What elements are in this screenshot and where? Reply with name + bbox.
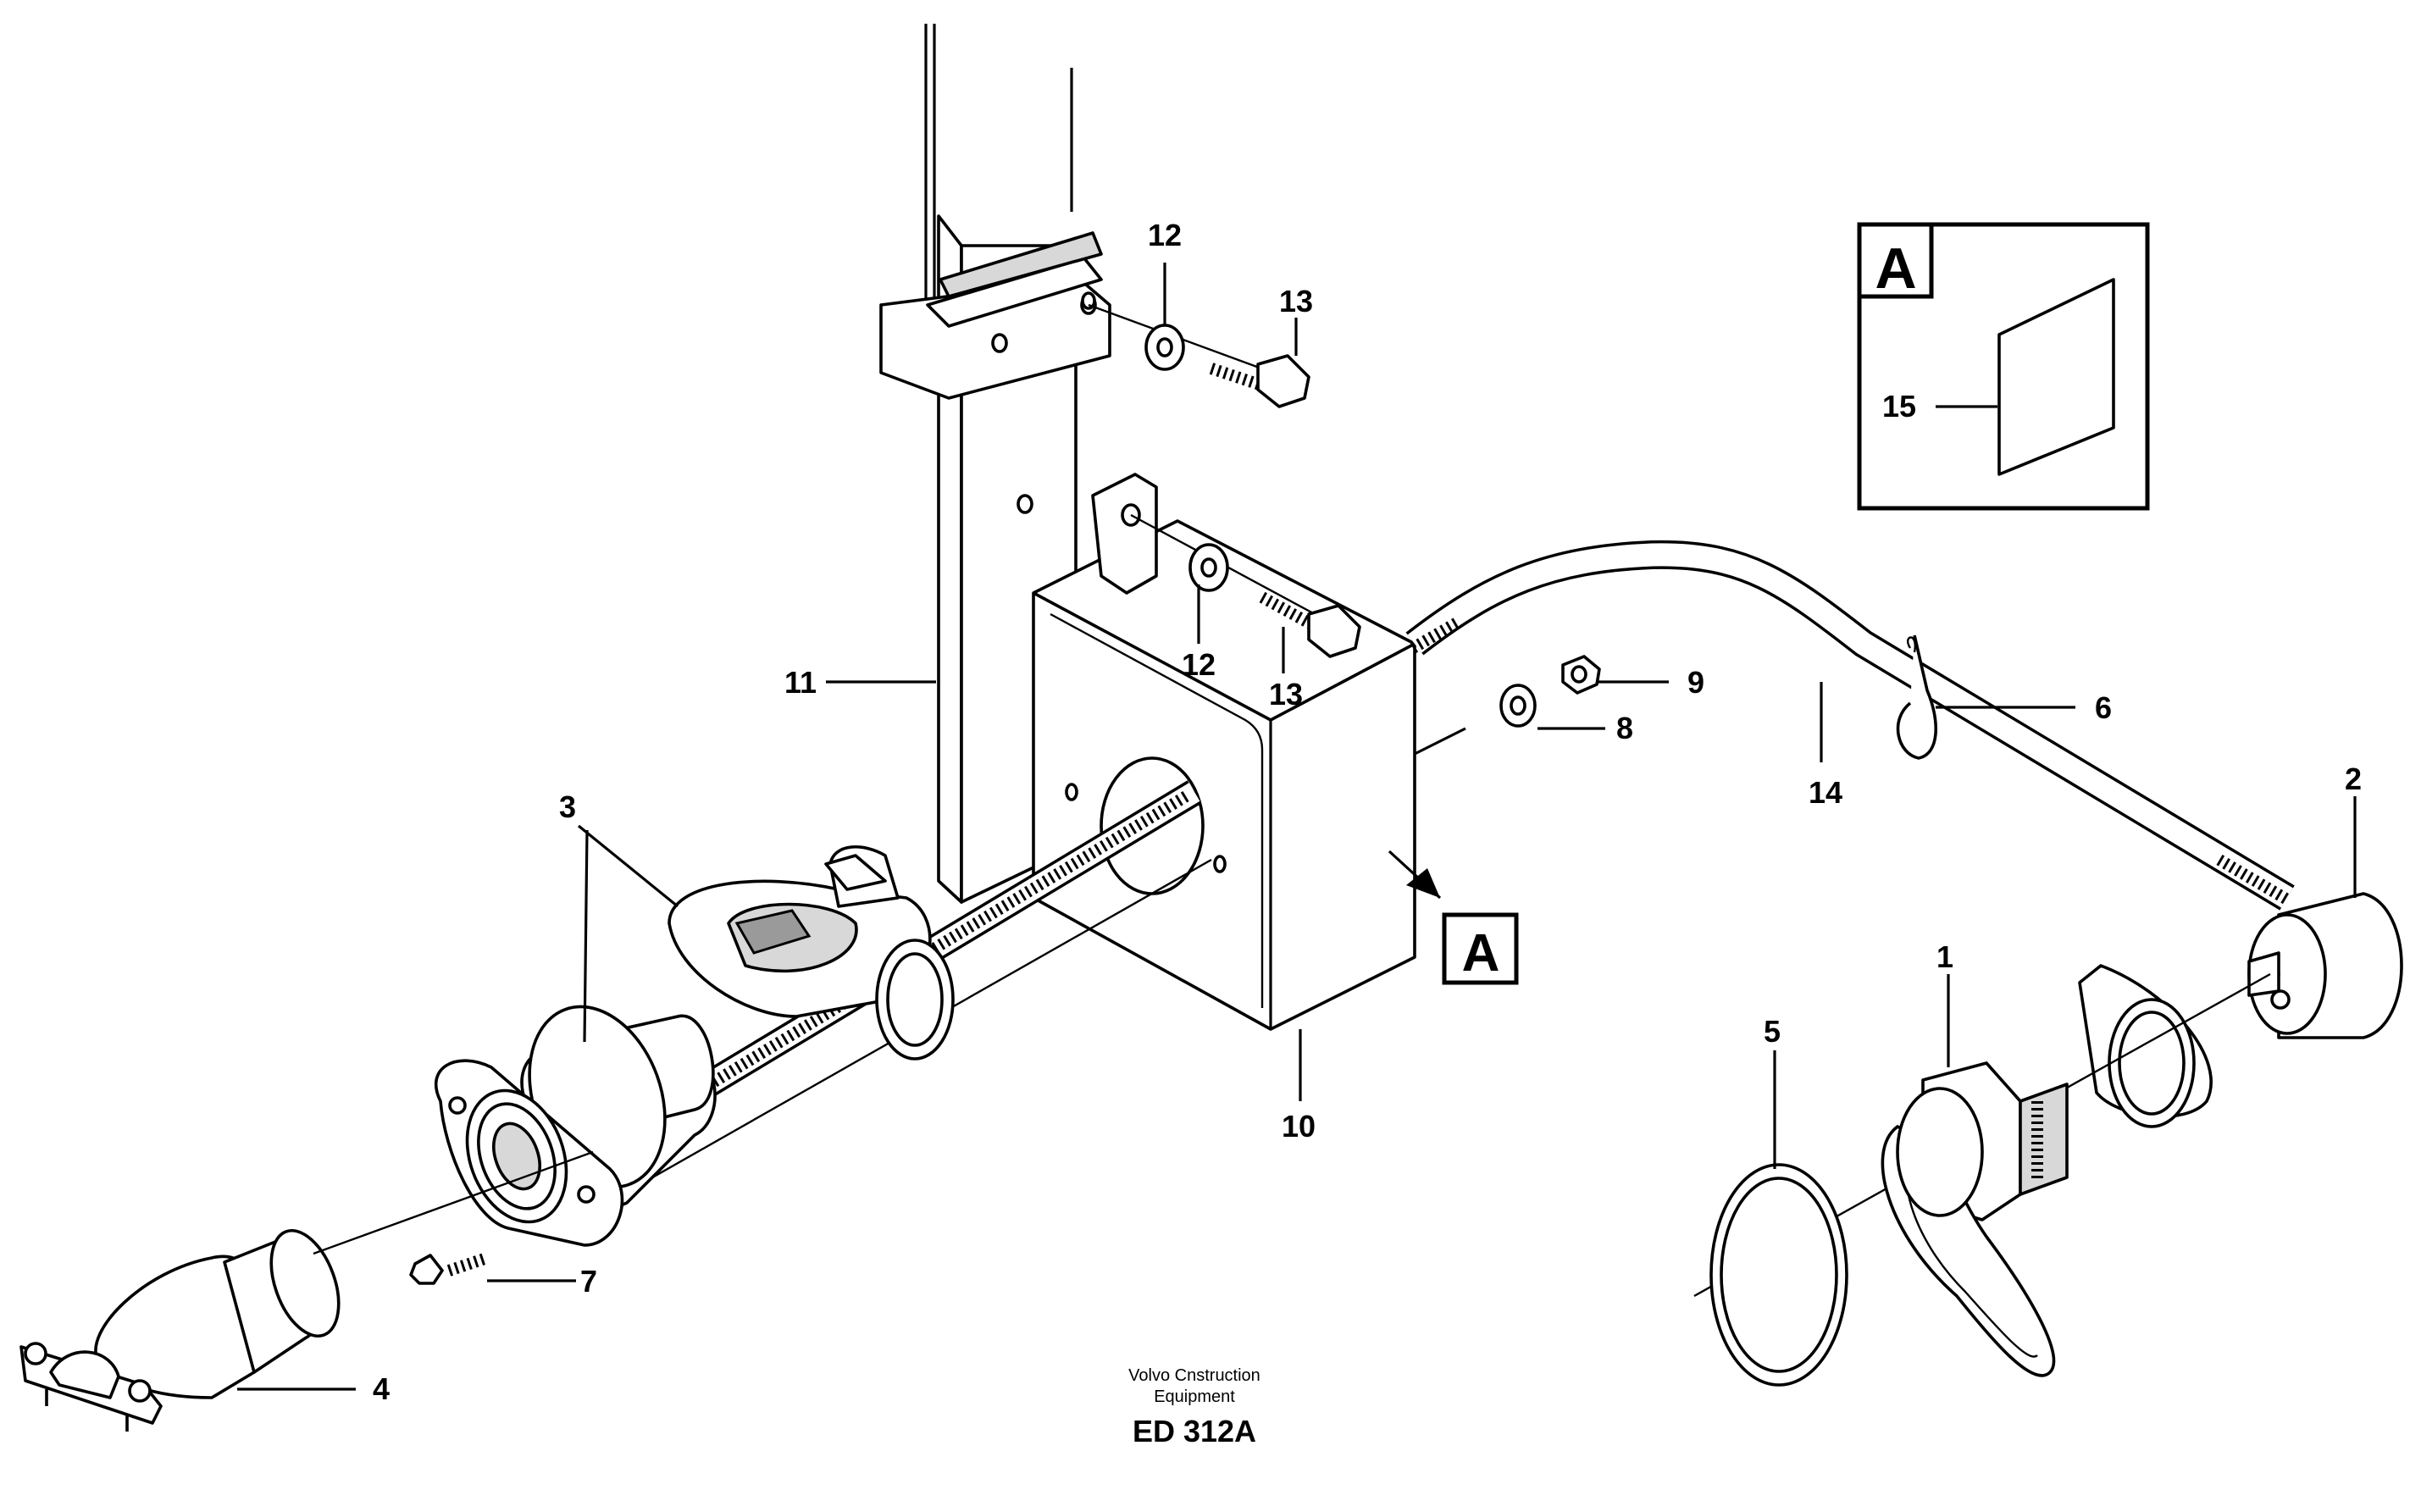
callout-1: 1 xyxy=(1936,939,1953,974)
callout-11: 11 xyxy=(784,665,817,700)
box-fastener xyxy=(1130,513,1361,658)
o-ring xyxy=(1709,1163,1848,1387)
socket-assembly xyxy=(434,780,1212,1247)
connector-2 xyxy=(2247,892,2403,1039)
callout-13-top: 13 xyxy=(1279,284,1313,318)
callout-3: 3 xyxy=(559,789,576,824)
callout-6: 6 xyxy=(2095,690,2112,725)
footer-company-line1: Volvo Cnstruction xyxy=(1128,1366,1260,1385)
drawing-code: ED 312A xyxy=(1133,1414,1256,1448)
callout-14: 14 xyxy=(1809,775,1842,810)
callout-10: 10 xyxy=(1282,1109,1316,1144)
callout-4: 4 xyxy=(373,1371,390,1406)
callout-8: 8 xyxy=(1616,711,1633,745)
callout-15: 15 xyxy=(1882,389,1916,424)
callout-5: 5 xyxy=(1764,1014,1781,1049)
callout-12-top: 12 xyxy=(1148,218,1182,252)
inset-letter: A xyxy=(1875,236,1916,301)
cable xyxy=(1405,540,2295,911)
footer-company-line2: Equipment xyxy=(1154,1387,1235,1406)
detail-inset xyxy=(1857,222,2150,511)
washer-and-nut xyxy=(1499,655,1601,728)
plug-4 xyxy=(19,1150,594,1432)
screw-7 xyxy=(409,1252,490,1285)
top-fastener xyxy=(1088,303,1310,408)
callout-2: 2 xyxy=(2345,762,2362,796)
callout-12-lower: 12 xyxy=(1182,647,1216,682)
callout-13-lower: 13 xyxy=(1269,677,1303,712)
callout-7: 7 xyxy=(580,1264,597,1299)
callout-9: 9 xyxy=(1687,665,1704,700)
callout-labels: 12 13 12 13 11 9 8 14 6 2 1 5 10 3 7 4 1… xyxy=(373,218,2362,1406)
bulkhead-fitting xyxy=(1693,972,2271,1377)
view-marker-a xyxy=(1388,850,1519,985)
mounting-post xyxy=(879,24,1111,904)
leader-lines xyxy=(237,263,2357,1391)
coupling-ring xyxy=(2078,964,2213,1128)
footer: Volvo Cnstruction Equipment ED 312A xyxy=(1128,1366,1260,1448)
view-marker-letter: A xyxy=(1462,924,1500,983)
